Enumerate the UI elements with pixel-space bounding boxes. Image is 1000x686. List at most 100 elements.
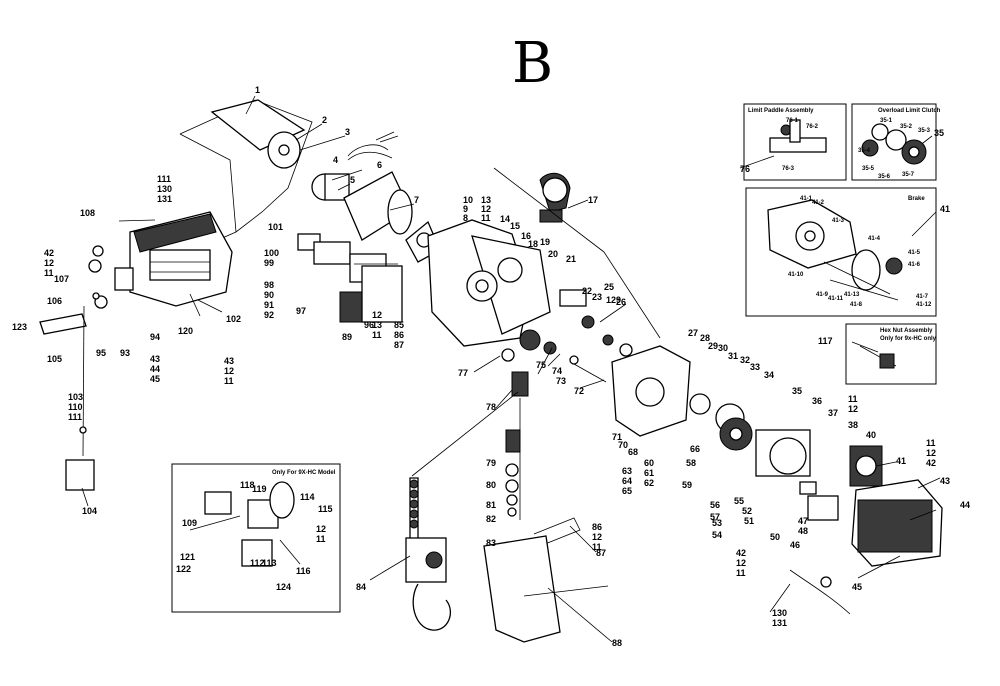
- part-number-label: 12: [736, 558, 746, 568]
- part-number-label: 10: [463, 195, 473, 205]
- part-number-label: 55: [734, 496, 744, 506]
- part-number-label: 11: [736, 568, 746, 578]
- part-number-label: 111: [157, 174, 171, 184]
- part-number-label: 37: [828, 408, 838, 418]
- inset-hex-nut: Hex Nut Assembly Only for 9x-HC only: [845, 323, 937, 385]
- inset-label: 41-12: [916, 302, 932, 308]
- inset-label: 41-1: [800, 196, 813, 202]
- part-number-label: 86: [592, 522, 602, 532]
- part-number-label: 115: [318, 504, 333, 514]
- part-number-label: 84: [356, 582, 366, 592]
- part-number-label: 81: [486, 500, 496, 510]
- inset-label: 41-10: [788, 272, 804, 278]
- part-number-label: 80: [486, 480, 496, 490]
- part-number-label: 95: [96, 348, 106, 358]
- part-number-label: 100: [264, 248, 279, 258]
- part-number-label: 30: [718, 343, 728, 353]
- part-number-label: 70: [618, 440, 628, 450]
- part-number-label: 112: [250, 558, 265, 568]
- part-number-label: 93: [120, 348, 130, 358]
- part-number-label: 19: [540, 237, 550, 247]
- part-number-label: 68: [628, 447, 638, 457]
- inset-label: 41-4: [868, 236, 881, 242]
- part-number-label: 16: [521, 231, 531, 241]
- part-number-label: 48: [798, 526, 808, 536]
- part-number-label: 23: [592, 292, 602, 302]
- part-number-label: 83: [486, 538, 496, 548]
- part-number-label: 105: [47, 354, 62, 364]
- part-number-label: 11: [592, 542, 602, 552]
- inset-label: 41-11: [828, 296, 844, 302]
- part-number-label: 87: [596, 548, 606, 558]
- part-number-label: 87: [394, 340, 404, 350]
- part-number-label: 26: [616, 297, 626, 307]
- part-number-label: 14: [500, 214, 510, 224]
- part-number-label: 73: [556, 376, 566, 386]
- part-number-label: 129: [606, 295, 621, 305]
- part-number-label: 85: [394, 320, 404, 330]
- inset-label: 41-7: [916, 294, 929, 300]
- part-number-label: 42: [736, 548, 746, 558]
- part-number-label: 20: [548, 249, 558, 259]
- part-number-label: 32: [740, 355, 750, 365]
- part-number-label: 18: [528, 239, 538, 249]
- part-number-label: 78: [486, 402, 496, 412]
- inset-label: Hex Nut Assembly: [880, 328, 933, 334]
- part-number-label: 11: [44, 268, 54, 278]
- part-number-label: 31: [728, 351, 738, 361]
- part-number-label: 2: [322, 115, 327, 125]
- part-number-label: 106: [47, 296, 62, 306]
- part-number-label: 66: [690, 444, 700, 454]
- part-number-label: 116: [296, 566, 311, 576]
- inset-label: 41-5: [908, 250, 921, 256]
- part-number-label: 3: [345, 127, 350, 137]
- part-number-label: 122: [176, 564, 191, 574]
- part-number-label: 9: [463, 204, 468, 214]
- part-number-label: 4: [333, 155, 338, 165]
- part-number-label: 124: [276, 582, 291, 592]
- part-number-label: 42: [44, 248, 54, 258]
- part-number-label: 97: [296, 306, 306, 316]
- part-number-label: 1: [255, 85, 260, 95]
- part-number-label: 51: [744, 516, 754, 526]
- inset-label: 41-9: [816, 292, 829, 298]
- part-number-label: 90: [264, 290, 274, 300]
- part-number-label: 72: [574, 386, 584, 396]
- part-labels: 1 2 3 4 5 6 7 10 9 8 13 12 11 14 15 16 1…: [12, 85, 970, 648]
- part-number-label: 71: [612, 432, 622, 442]
- part-number-label: 88: [612, 638, 622, 648]
- part-number-label: 82: [486, 514, 496, 524]
- part-number-label: 42: [926, 458, 936, 468]
- part-number-label: 53: [712, 518, 722, 528]
- part-number-label: 36: [812, 396, 822, 406]
- part-number-label: 12: [316, 524, 326, 534]
- part-number-label: 101: [268, 222, 283, 232]
- part-number-label: 40: [866, 430, 876, 440]
- part-number-label: 34: [764, 370, 774, 380]
- inset-label: Limit Paddle Assembly: [748, 108, 814, 114]
- part-number-label: 22: [582, 286, 592, 296]
- inset-label: 35-2: [900, 124, 913, 130]
- control-panel: [297, 233, 403, 323]
- hook-chain-assembly: [405, 371, 581, 643]
- inset-only-for: Only For 9X-HC Model: [171, 463, 341, 613]
- part-number-label: 109: [182, 518, 197, 528]
- part-number-label: 103: [68, 392, 83, 402]
- gearbox-cover: [611, 345, 943, 615]
- part-number-label: 91: [264, 300, 274, 310]
- part-number-label: 8: [463, 213, 468, 223]
- part-number-label: 92: [264, 310, 274, 320]
- part-number-label: 118: [240, 480, 255, 490]
- part-number-label: 25: [604, 282, 614, 292]
- part-number-label: 104: [82, 506, 97, 516]
- part-number-label: 43: [224, 356, 234, 366]
- part-number-label: 59: [682, 480, 692, 490]
- part-number-label: 11: [372, 330, 382, 340]
- part-number-label: 38: [848, 420, 858, 430]
- part-number-label: 12: [372, 310, 382, 320]
- part-number-label: 63: [622, 466, 632, 476]
- part-number-label: 28: [700, 333, 710, 343]
- part-number-label: 89: [342, 332, 352, 342]
- part-number-label: 5: [350, 175, 355, 185]
- part-number-label: 12: [44, 258, 54, 268]
